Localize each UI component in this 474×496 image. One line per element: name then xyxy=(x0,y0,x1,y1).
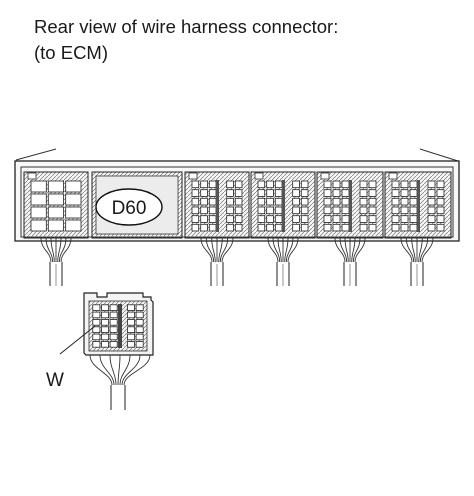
connector-w-pin xyxy=(101,326,109,333)
connector-w-pin xyxy=(109,341,118,348)
connector-w-pin xyxy=(127,304,135,311)
wire-harness-5 xyxy=(400,237,434,286)
title-line-1: Rear view of wire harness connector: xyxy=(34,16,339,37)
connector-id-label: D60 xyxy=(112,198,147,219)
connector-w-pin xyxy=(109,311,118,319)
connector-w-pin xyxy=(135,333,144,341)
connector-w-pin xyxy=(135,311,144,319)
connector-slot-2 xyxy=(184,171,250,239)
connector-slot-3 xyxy=(250,171,316,239)
connector-w-pin xyxy=(101,319,109,326)
connector-slot-5 xyxy=(384,171,452,239)
connector-w-pin xyxy=(101,304,109,311)
connector-w-wire xyxy=(117,354,121,386)
wire-harness-4 xyxy=(334,237,366,286)
connector-slot-4 xyxy=(316,171,384,239)
wire-harness-2 xyxy=(200,237,234,286)
connector-w-pin xyxy=(109,326,118,333)
wire-harness-3 xyxy=(267,237,299,286)
connector-w-pin xyxy=(135,304,144,311)
connector-w-pin xyxy=(92,326,101,333)
connector-w-pin xyxy=(127,333,135,341)
diagram-title: Rear view of wire harness connector: (to… xyxy=(34,14,454,66)
connector-w-wire xyxy=(119,354,131,386)
connector-id-ellipse xyxy=(95,188,163,226)
wire-harnesses xyxy=(40,237,434,286)
connector-w-pin xyxy=(127,326,135,333)
wire-harness-1 xyxy=(40,237,72,286)
connector-w-pin xyxy=(127,311,135,319)
connector-w-pin xyxy=(127,341,135,348)
connector-w-wire xyxy=(89,354,113,386)
connector-w-pin xyxy=(92,341,101,348)
ecm-edge-right xyxy=(419,148,459,162)
connector-w-pin xyxy=(101,341,109,348)
connector-w-wire xyxy=(123,354,151,386)
connector-w-pin xyxy=(135,319,144,326)
connector-w-pin xyxy=(92,304,101,311)
connector-d60-slot: D60 xyxy=(91,171,183,239)
ecm-edge-left xyxy=(15,148,57,161)
callout-label-w: W xyxy=(46,370,64,391)
connector-w-pin xyxy=(135,326,144,333)
connector-w-pin xyxy=(109,333,118,341)
connector-slot-1 xyxy=(23,171,89,239)
connector-w-pin xyxy=(109,319,118,326)
connector-w-pin xyxy=(109,304,118,311)
ecm-connector-slots xyxy=(23,171,452,239)
connector-w-wire xyxy=(121,354,141,386)
connector-w-pin xyxy=(101,311,109,319)
connector-w-harness xyxy=(89,354,151,410)
connector-w-pin xyxy=(127,319,135,326)
callout-leader-line xyxy=(59,325,96,355)
connector-w-pin xyxy=(135,341,144,348)
connector-w-pin xyxy=(92,319,101,326)
connector-w-pin xyxy=(101,333,109,341)
connector-w-wire xyxy=(109,354,117,386)
connector-w-pin xyxy=(92,333,101,341)
title-line-2: (to ECM) xyxy=(34,42,108,63)
connector-w-divider xyxy=(118,304,122,348)
connector-w-pin-grid xyxy=(92,304,144,348)
connector-w-pin xyxy=(92,311,101,319)
connector-w-wire xyxy=(99,354,115,386)
